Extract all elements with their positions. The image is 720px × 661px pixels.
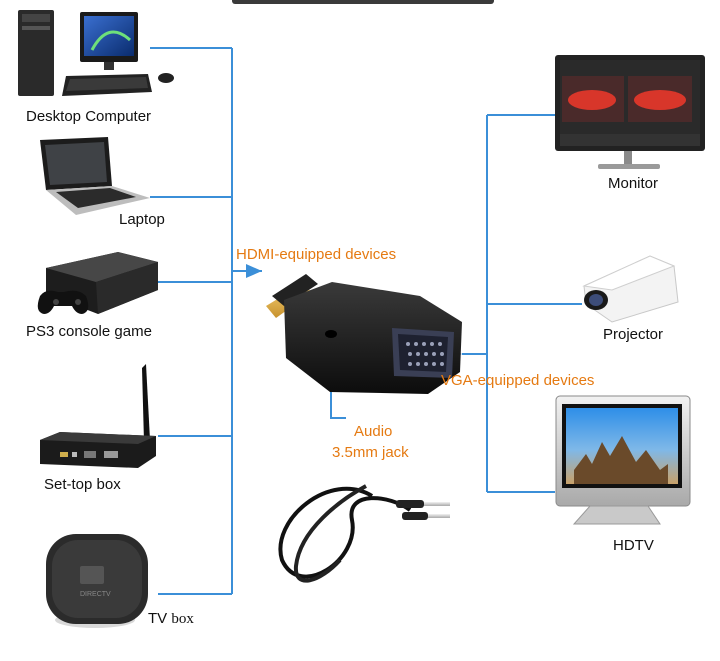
source-label-tvbox-main: TV	[148, 610, 168, 627]
input-arrow-icon	[246, 264, 262, 278]
laptop-icon	[40, 137, 150, 215]
audio-label-line2: 3.5mm jack	[332, 444, 409, 461]
source-label-ps3: PS3 console game	[26, 323, 152, 340]
display-label-projector: Projector	[603, 326, 664, 343]
game-console-icon	[37, 252, 158, 314]
vga-output-label: VGA-equipped devices	[441, 372, 595, 389]
audio-cable-icon	[278, 484, 450, 583]
top-frame-edge	[232, 0, 494, 4]
audio-label-line1: Audio	[354, 423, 393, 440]
hdtv-icon	[555, 395, 691, 525]
source-label-tvbox-suffix: box	[171, 611, 194, 627]
source-label-laptop: Laptop	[119, 211, 165, 228]
monitor-icon	[555, 55, 705, 169]
source-label-settop: Set-top box	[44, 476, 121, 493]
hdmi-vga-adapter-icon	[266, 274, 462, 394]
hdmi-input-label: HDMI-equipped devices	[236, 246, 397, 263]
display-label-monitor: Monitor	[608, 175, 659, 192]
svg-text:DIRECTV: DIRECTV	[80, 591, 111, 598]
source-label-desktop: Desktop Computer	[26, 108, 152, 125]
set-top-box-icon	[40, 364, 156, 468]
projector-icon	[582, 255, 679, 323]
source-label-tvbox: TV box	[148, 610, 194, 628]
display-label-hdtv: HDTV	[613, 537, 654, 554]
desktop-computer-icon	[18, 10, 174, 96]
tv-box-icon: DIRECTV	[46, 534, 148, 628]
